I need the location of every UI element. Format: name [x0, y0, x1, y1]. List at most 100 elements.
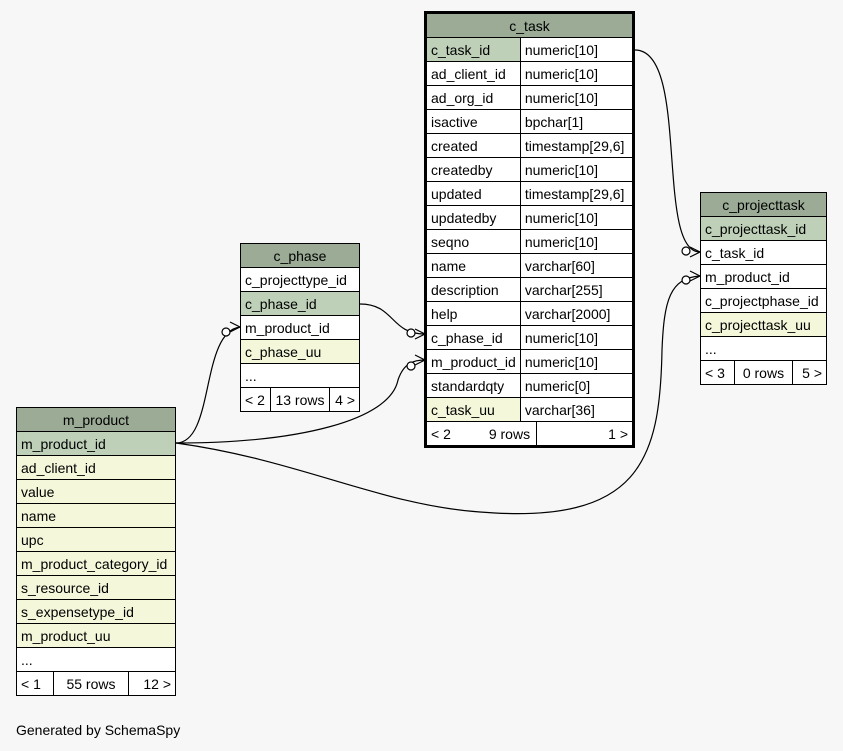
- column-name: ...: [16, 647, 176, 672]
- table-row: m_product_category_id: [16, 551, 176, 576]
- parents-link[interactable]: < 3: [700, 360, 735, 385]
- children-link[interactable]: 5 >: [792, 360, 827, 385]
- column-type: numeric[10]: [519, 157, 635, 182]
- column-name: upc: [16, 527, 176, 552]
- table-row: value: [16, 479, 176, 504]
- rel-product-projecttask-marker: [681, 275, 691, 285]
- table-row: c_phase_uu: [240, 339, 360, 364]
- column-type: varchar[60]: [519, 253, 635, 278]
- column-name: seqno: [425, 229, 521, 254]
- table-title: m_product: [16, 407, 176, 432]
- table-row: m_product_id: [16, 431, 176, 456]
- row-count: 9 rows: [482, 422, 538, 445]
- column-name: help: [425, 301, 521, 326]
- table-row: s_resource_id: [16, 575, 176, 600]
- column-name: c_task_uu: [425, 397, 521, 422]
- column-name: m_product_id: [700, 264, 827, 289]
- column-name: isactive: [425, 109, 521, 134]
- column-name: ...: [240, 363, 360, 388]
- column-name: c_projecttask_id: [700, 216, 827, 241]
- footer-info: 9 rows 1 >: [482, 421, 635, 447]
- column-name: value: [16, 479, 176, 504]
- column-type: numeric[10]: [519, 85, 635, 110]
- column-name: standardqty: [425, 373, 521, 398]
- column-name: c_phase_id: [425, 325, 521, 350]
- column-name: ad_org_id: [425, 85, 521, 110]
- rel-product-phase-marker: [221, 327, 231, 337]
- column-type: varchar[255]: [519, 277, 635, 302]
- rel-product-task-marker: [406, 361, 416, 371]
- column-name: m_product_id: [240, 315, 360, 340]
- column-name: m_product_category_id: [16, 551, 176, 576]
- rel-product-projecttask: [175, 275, 701, 515]
- column-name: updatedby: [425, 205, 521, 230]
- row-count: 55 rows: [53, 671, 129, 696]
- column-name: name: [16, 503, 176, 528]
- column-type: numeric[10]: [519, 37, 635, 62]
- column-type: numeric[10]: [519, 229, 635, 254]
- table-row: ...: [16, 647, 176, 672]
- column-name: c_projecttask_uu: [700, 312, 827, 337]
- table-row: ad_client_id: [16, 455, 176, 480]
- table-row: c_projecttype_id: [240, 267, 360, 292]
- column-name: m_product_id: [425, 349, 521, 374]
- column-name: updated: [425, 181, 521, 206]
- parents-link[interactable]: < 2: [240, 387, 271, 412]
- column-name: c_task_id: [425, 37, 521, 62]
- row-count: 0 rows: [733, 360, 794, 385]
- column-name: ad_client_id: [16, 455, 176, 480]
- column-type: numeric[10]: [519, 205, 635, 230]
- table-row: c_task_id: [700, 240, 827, 265]
- table-row: upc: [16, 527, 176, 552]
- column-name: c_phase_uu: [240, 339, 360, 364]
- table-title: c_task: [425, 12, 634, 38]
- table-row: s_expensetype_id: [16, 599, 176, 624]
- column-type: varchar[36]: [519, 397, 635, 422]
- rel-task-projecttask-marker: [681, 246, 691, 256]
- table-row: ...: [240, 363, 360, 388]
- column-type: timestamp[29,6]: [519, 133, 635, 158]
- column-type: bpchar[1]: [519, 109, 635, 134]
- column-name: c_projecttype_id: [240, 267, 360, 292]
- children-link[interactable]: 12 >: [127, 671, 177, 696]
- table-title: c_projecttask: [700, 192, 827, 217]
- column-type: timestamp[29,6]: [519, 181, 635, 206]
- children-link[interactable]: 1 >: [608, 425, 628, 442]
- rel-product-phase: [175, 326, 241, 444]
- table-row: c_projectphase_id: [700, 288, 827, 313]
- column-name: name: [425, 253, 521, 278]
- parents-link[interactable]: < 1: [15, 671, 55, 696]
- column-type: numeric[10]: [519, 325, 635, 350]
- rel-task-projecttask: [634, 49, 701, 253]
- children-link[interactable]: 4 >: [329, 387, 360, 412]
- table-row: c_projecttask_uu: [700, 312, 827, 337]
- column-name: m_product_id: [16, 431, 176, 456]
- footer-generated-by: Generated by SchemaSpy: [16, 722, 181, 738]
- row-count: 13 rows: [269, 387, 331, 412]
- table-row: m_product_id: [240, 315, 360, 340]
- column-type: numeric[10]: [519, 61, 635, 86]
- column-name: s_resource_id: [16, 575, 176, 600]
- table-row: c_phase_id: [240, 291, 360, 316]
- column-name: c_projectphase_id: [700, 288, 827, 313]
- table-row: m_product_id: [700, 264, 827, 289]
- column-name: c_task_id: [700, 240, 827, 265]
- column-name: ad_client_id: [425, 61, 521, 86]
- rel-phase-task-marker: [406, 328, 416, 338]
